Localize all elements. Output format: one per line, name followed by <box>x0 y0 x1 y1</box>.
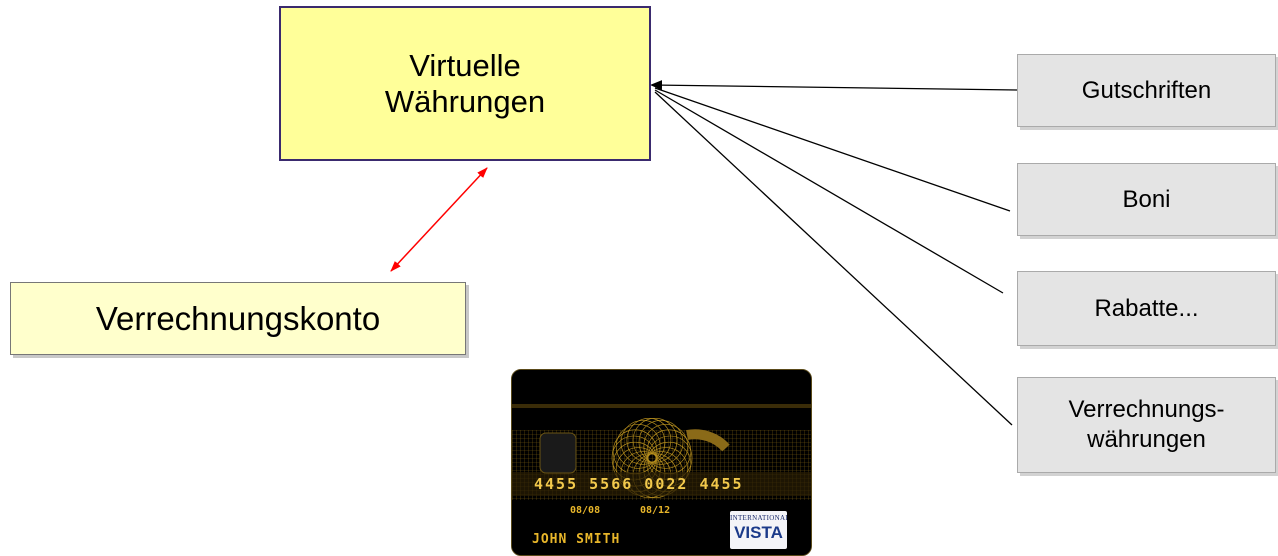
clearing-currencies-line1: Verrechnungs- <box>1068 396 1225 423</box>
card-artwork <box>512 370 811 555</box>
virtual-currencies-box: Virtuelle Währungen <box>279 6 651 161</box>
card-valid-from: 08/08 <box>570 505 601 516</box>
arrow-bonus-to-main <box>654 87 1011 212</box>
arrow-discounts-to-main <box>654 89 1004 294</box>
clearing-account-box: Verrechnungskonto <box>10 282 466 355</box>
clearing-account-label: Verrechnungskonto <box>95 299 381 337</box>
discounts-label: Rabatte... <box>1094 294 1199 322</box>
card-brand-logo: INTERNATIONAL VISTA <box>730 511 787 549</box>
card-logo-small-text: INTERNATIONAL <box>730 514 787 522</box>
bonus-box: Boni <box>1017 163 1276 236</box>
double-arrow-main-account <box>390 167 488 272</box>
card-valid-to: 08/12 <box>640 505 671 516</box>
card-number: 4455 5566 0022 4455 <box>534 475 744 493</box>
credits-label: Gutschriften <box>1081 76 1212 104</box>
card-logo-brand-text: VISTA <box>734 523 783 542</box>
discounts-box: Rabatte... <box>1017 271 1276 346</box>
clearing-currencies-line2: währungen <box>1087 426 1206 453</box>
arrow-clearing-to-main <box>654 91 1013 426</box>
card-chip <box>539 432 577 474</box>
clearing-currencies-box: Verrechnungs- währungen <box>1017 377 1276 473</box>
credits-box: Gutschriften <box>1017 54 1276 127</box>
bonus-label: Boni <box>1122 185 1171 213</box>
virtual-currencies-line2: Währungen <box>384 83 546 119</box>
arrow-credits-to-main <box>650 80 1018 91</box>
credit-card-image: 4455 5566 0022 4455 08/08 08/12 JOHN SMI… <box>511 369 812 556</box>
card-holder-name: JOHN SMITH <box>532 532 621 547</box>
virtual-currencies-line1: Virtuelle <box>409 47 521 83</box>
